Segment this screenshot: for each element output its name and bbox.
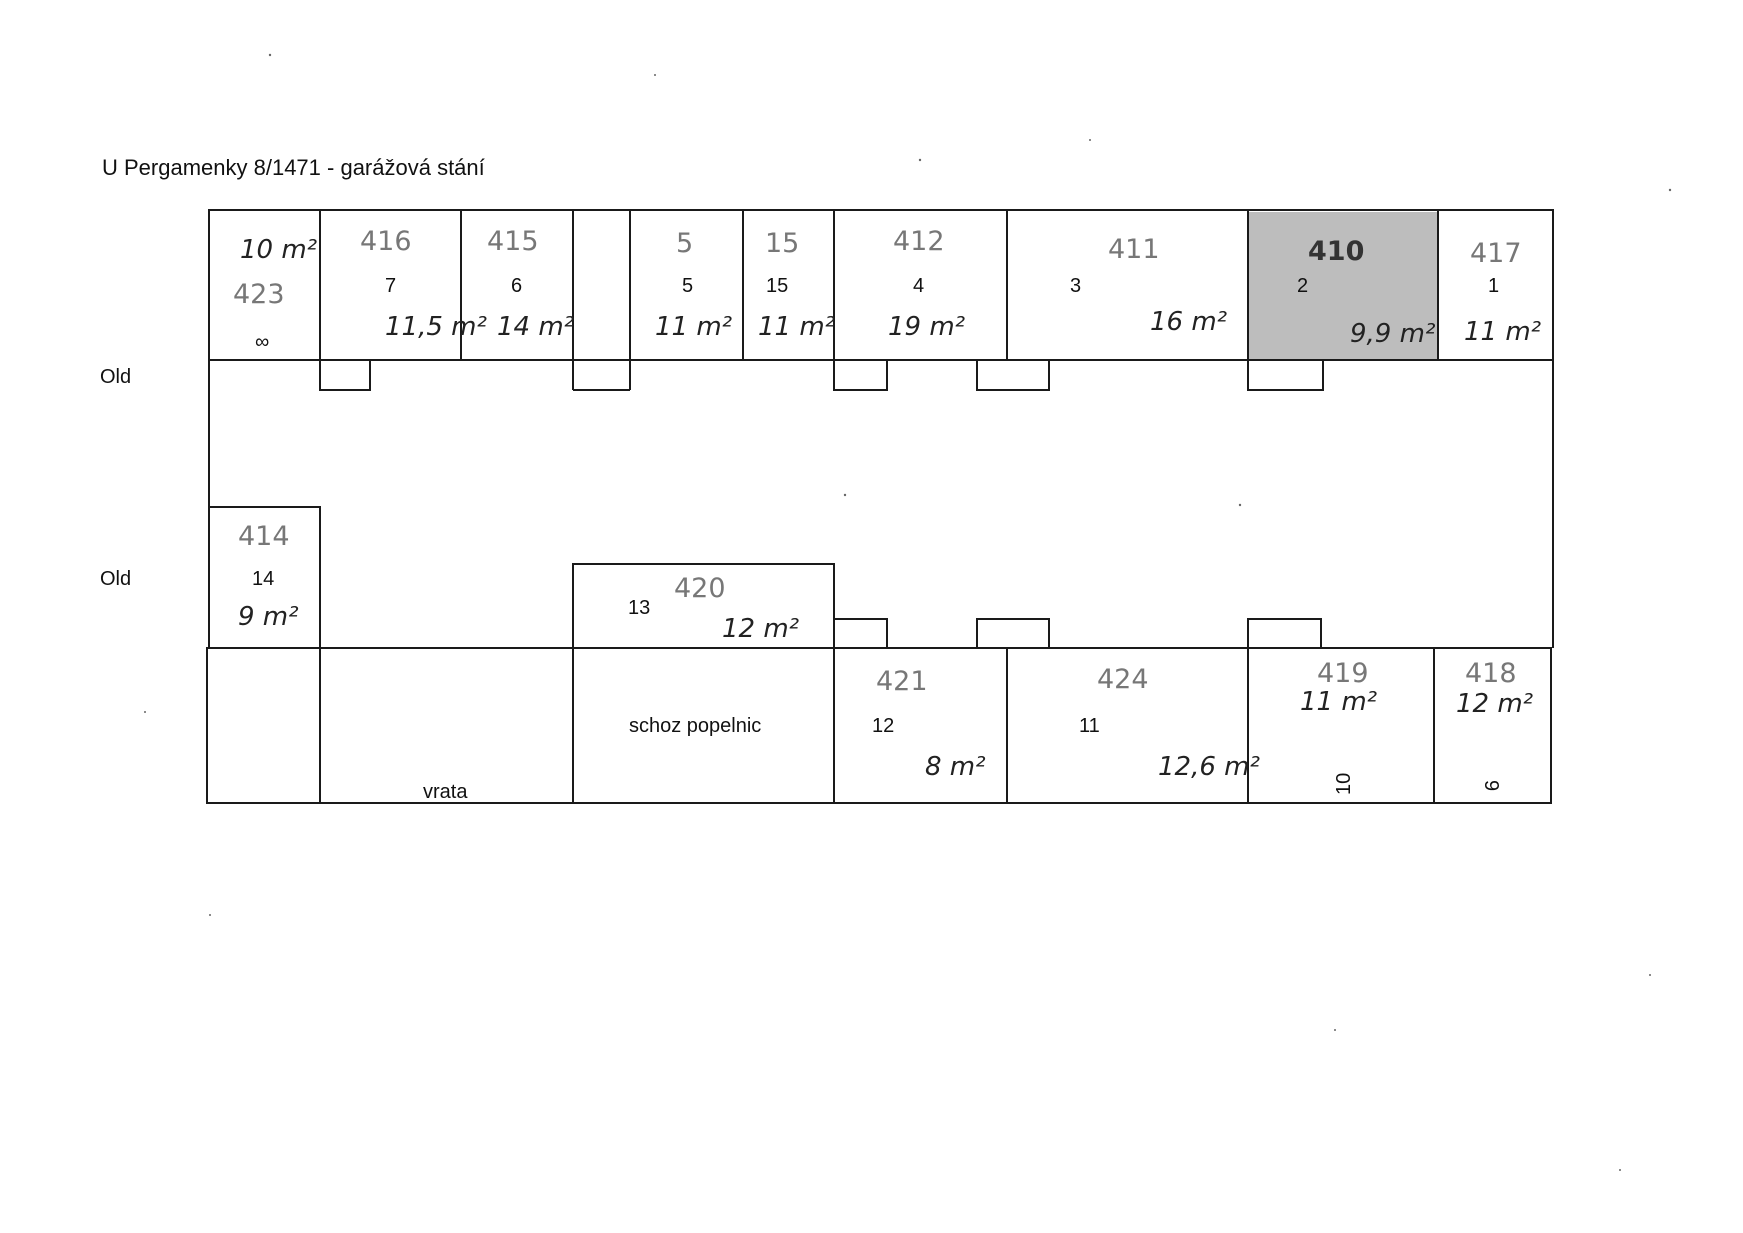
top-slot-5: 5 5 11 m² [655, 228, 732, 342]
driving-lane [208, 360, 1554, 648]
slot-area: 16 m² [1150, 307, 1227, 337]
slot-area: 12,6 m² [1158, 752, 1260, 782]
slot-number-handwritten: 421 [876, 666, 928, 697]
slot-area: 11 m² [1300, 687, 1377, 717]
slot-number-printed: 3 [1070, 275, 1081, 297]
mid-slot-13: 420 13 12 m² [628, 573, 799, 644]
slot-number-handwritten: 412 [893, 226, 945, 257]
slot-number-handwritten: 420 [674, 573, 726, 604]
slot-number-printed: 7 [385, 275, 396, 297]
slot-number-handwritten: 423 [233, 279, 285, 310]
slot-number-printed: 12 [872, 715, 894, 737]
highlight-slot-2 [1248, 212, 1438, 360]
plan-title: U Pergamenky 8/1471 - garážová stání [102, 155, 485, 180]
slot-number-printed: 10 [1333, 773, 1355, 795]
slot-number-handwritten: 419 [1317, 658, 1369, 689]
slot-area: 12 m² [722, 614, 799, 644]
top-slot-6: 415 6 14 m² [487, 226, 574, 342]
slot-number-printed: 5 [682, 275, 693, 297]
slot-number-handwritten: 415 [487, 226, 539, 257]
top-slot-2: 410 2 9,9 m² [1297, 236, 1435, 349]
slot-number-handwritten: 417 [1470, 238, 1522, 269]
bottom-slot-12: 421 12 8 m² [872, 666, 986, 782]
slot-number-printed: 1 [1488, 275, 1499, 297]
slot-number-printed: 13 [628, 597, 650, 619]
side-label-upper: Old [100, 366, 131, 388]
slot-area: 14 m² [497, 312, 574, 342]
top-slot-8: 10 m² 423 ∞ [233, 235, 317, 353]
slot-area: 11 m² [655, 312, 732, 342]
side-label-lower: Old [100, 568, 131, 590]
slot-number-handwritten: 424 [1097, 664, 1149, 695]
slot-number-printed: 2 [1297, 275, 1308, 297]
slot-area: 11 m² [1464, 317, 1541, 347]
bottom-row-walls [206, 647, 1552, 804]
slot-area: 10 m² [240, 235, 317, 265]
top-slot-3: 411 3 16 m² [1070, 234, 1227, 337]
slot-number-handwritten: 416 [360, 226, 412, 257]
slot-number-printed: 11 [1079, 715, 1100, 737]
slot-number-printed: ∞ [255, 331, 269, 353]
slot-area: 12 m² [1456, 689, 1533, 719]
slot-area: 8 m² [925, 752, 986, 782]
slot-number-printed: 15 [766, 275, 788, 297]
slot-area: 11,5 m² [385, 312, 487, 342]
slot-number-printed: 6 [511, 275, 522, 297]
top-row-walls [208, 209, 1554, 391]
slot-area: 11 m² [758, 312, 835, 342]
top-slot-7: 416 7 11,5 m² [360, 226, 487, 342]
top-slot-15: 15 15 11 m² [758, 228, 835, 342]
slot-area: 9 m² [238, 602, 299, 632]
mid-slot-14: 414 14 9 m² [238, 521, 299, 632]
top-slot-1: 417 1 11 m² [1464, 238, 1541, 347]
slot-number-handwritten: 410 [1308, 236, 1364, 267]
slot-number-handwritten: 414 [238, 521, 290, 552]
slot-number-printed: 14 [252, 568, 274, 590]
bottom-slot-11: 424 11 12,6 m² [1079, 664, 1260, 782]
slot-number-printed: 9 [1480, 780, 1502, 791]
bottom-slot-9: 418 12 m² 9 [1456, 658, 1533, 791]
scan-noise [144, 53, 1672, 1171]
slot-area: 19 m² [888, 312, 965, 342]
slot-number-printed: 4 [913, 275, 924, 297]
top-slot-4: 412 4 19 m² [888, 226, 965, 342]
bottom-slot-10: 419 11 m² 10 [1300, 658, 1377, 795]
slot-number-handwritten: 15 [765, 228, 799, 259]
slot-area: 9,9 m² [1350, 319, 1435, 349]
gate-label: vrata [423, 781, 468, 803]
slot-number-handwritten: 411 [1108, 234, 1160, 265]
slot-number-handwritten: 418 [1465, 658, 1517, 689]
slot-number-handwritten: 5 [676, 228, 693, 259]
bin-room-label: schoz popelnic [629, 715, 761, 737]
